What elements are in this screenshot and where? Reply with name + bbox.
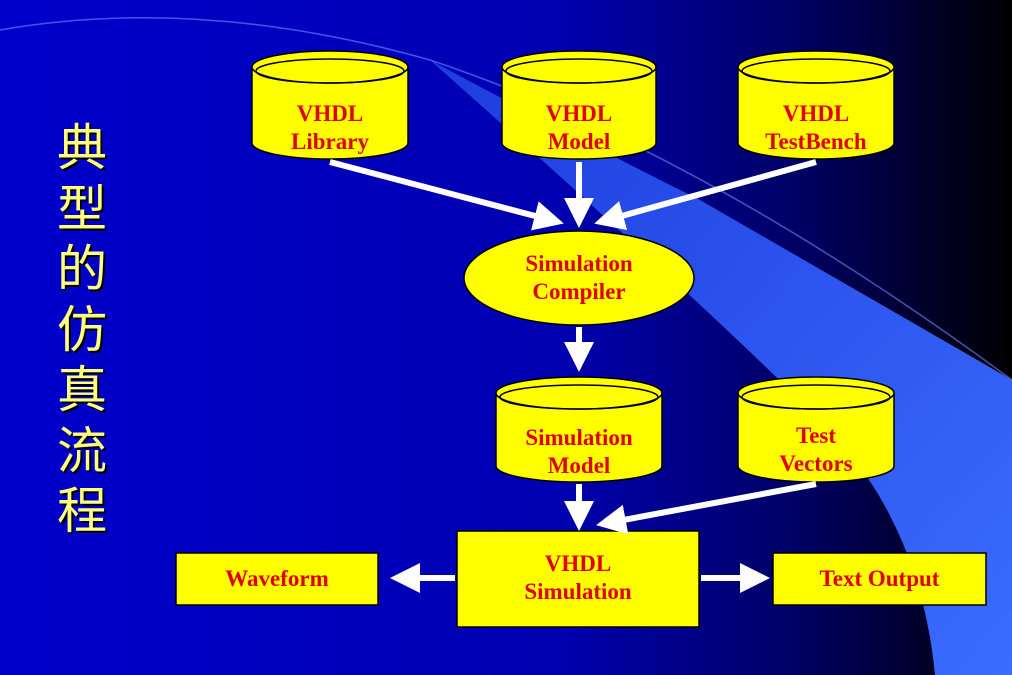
vhdl-model-cylinder	[501, 50, 657, 160]
title-char: 典	[57, 119, 107, 177]
text-output-label: Text Output	[819, 566, 940, 591]
arrow-library-to-compiler	[329, 159, 564, 231]
arrow-testbench-to-compiler	[594, 159, 817, 231]
waveform-box	[175, 552, 379, 606]
arrow-vectors-to-simulation	[596, 481, 817, 535]
vhdl-library-label: VHDL Library	[291, 101, 369, 154]
vhdl-simulation-box	[456, 530, 700, 628]
title-char: 的	[57, 240, 107, 298]
simulation-model-cylinder	[495, 376, 663, 483]
simulation-compiler-ellipse	[463, 230, 695, 326]
waveform-label: Waveform	[225, 566, 329, 591]
title-char: 型	[57, 179, 107, 238]
vhdl-simulation-label: VHDL Simulation	[524, 551, 632, 604]
title-char: 程	[57, 482, 107, 540]
vhdl-testbench-cylinder	[737, 50, 895, 160]
title-char: 真	[57, 361, 107, 419]
title-char: 仿	[57, 300, 107, 359]
vertical-title: 典 型 的 仿 真 流 程	[52, 118, 112, 542]
text-output-box	[772, 552, 987, 606]
test-vectors-label: Test Vectors	[779, 423, 853, 476]
simulation-model-label: Simulation Model	[525, 425, 633, 478]
vhdl-testbench-label: VHDL TestBench	[765, 101, 867, 154]
vhdl-model-label: VHDL Model	[545, 101, 613, 154]
title-char: 流	[57, 421, 107, 480]
vhdl-library-cylinder	[251, 50, 409, 160]
simulation-compiler-label: Simulation Compiler	[525, 251, 633, 304]
test-vectors-cylinder	[737, 376, 895, 483]
